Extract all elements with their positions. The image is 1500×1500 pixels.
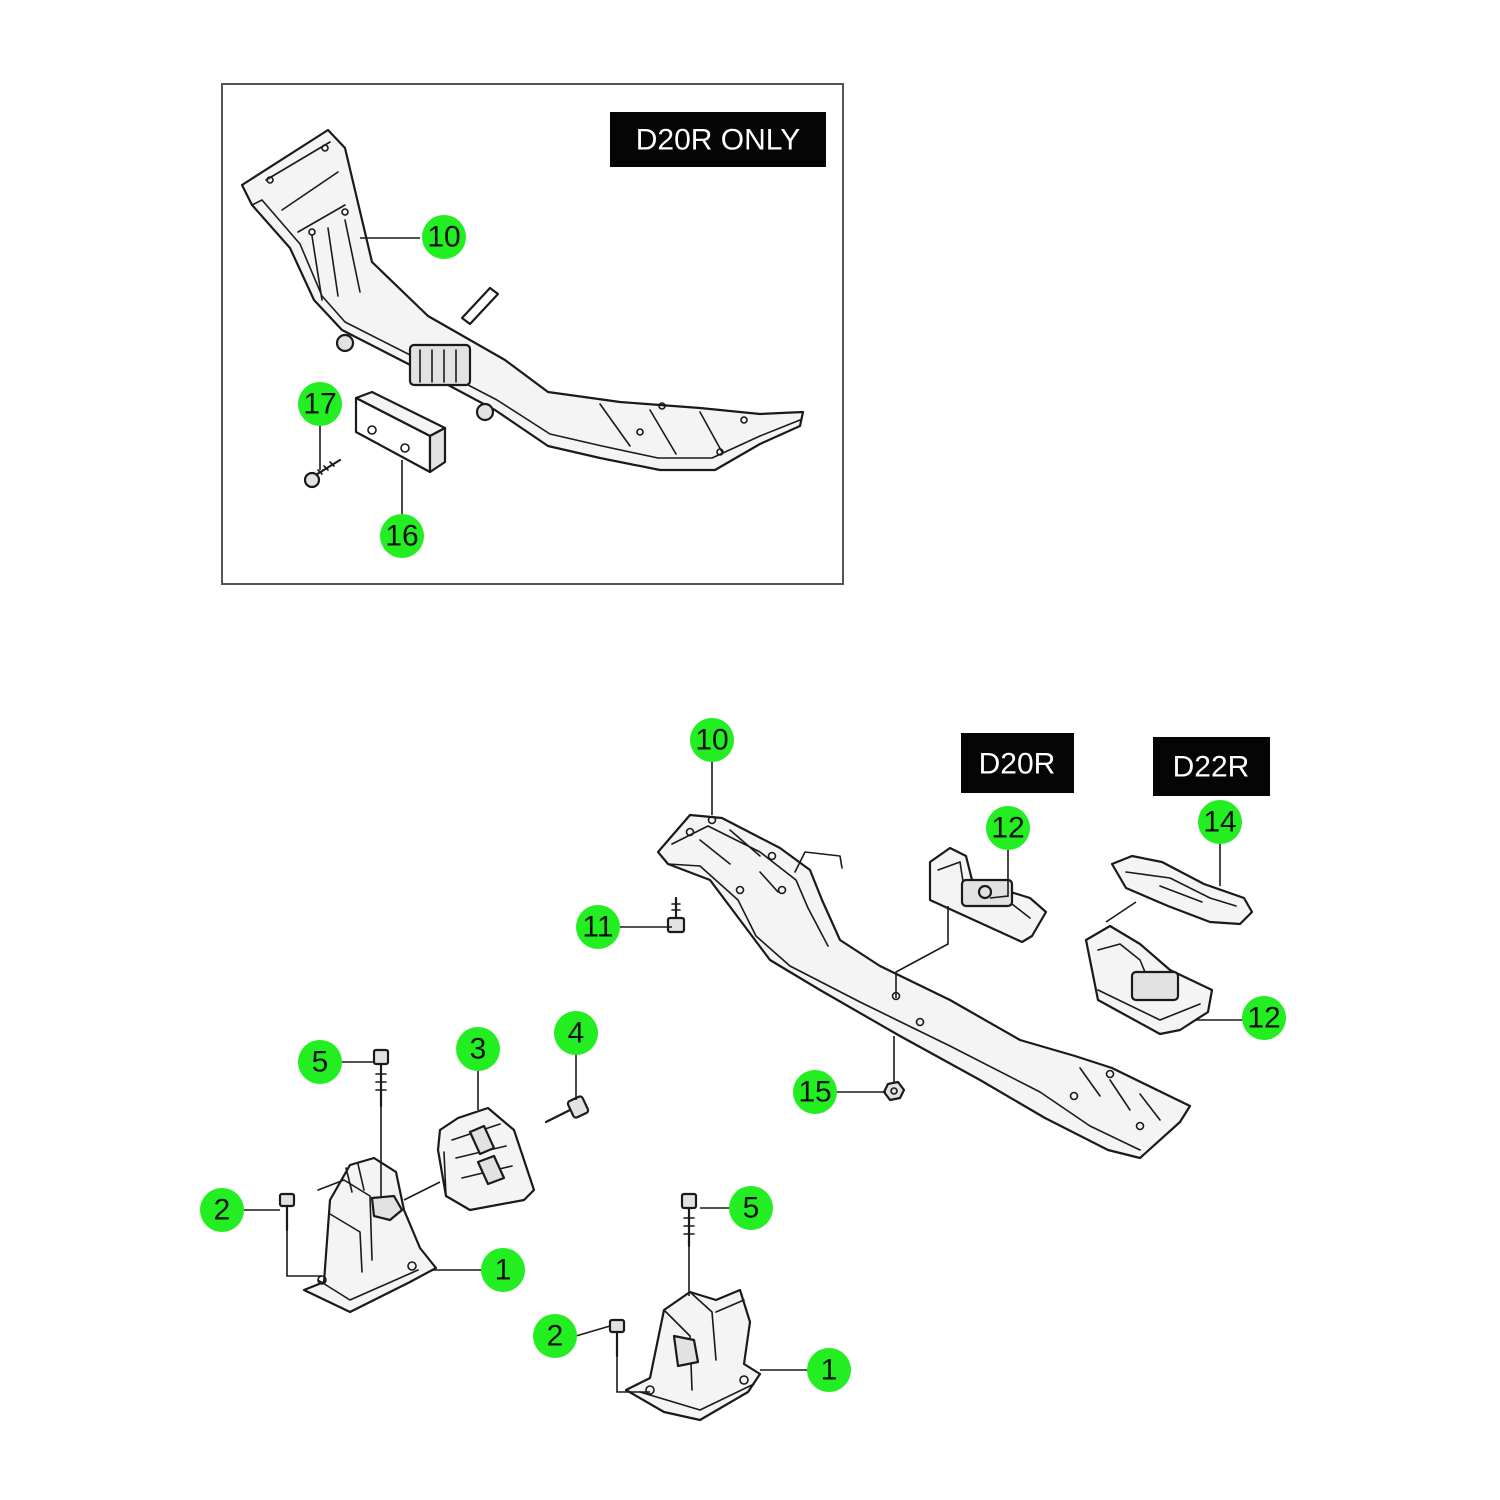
callout-16: 16 <box>380 514 424 558</box>
variant-tag-d20r-only-text: D20R ONLY <box>636 124 801 157</box>
callout-5-left: 5 <box>298 1040 342 1084</box>
callout-4: 4 <box>554 1011 598 1055</box>
callout-label: 11 <box>582 911 613 944</box>
variant-tag-d20r-only: D20R ONLY <box>610 112 826 167</box>
callout-label: 2 <box>547 1320 564 1353</box>
callout-label: 2 <box>214 1194 231 1227</box>
variant-tag-d22r-text: D22R <box>1173 751 1250 784</box>
callout-label: 15 <box>798 1076 831 1109</box>
callout-label: 16 <box>385 520 418 553</box>
callout-label: 10 <box>427 221 460 254</box>
callout-label: 12 <box>1247 1002 1280 1035</box>
variant-tag-d20r: D20R <box>961 733 1074 793</box>
variant-tag-d20r-text: D20R <box>979 748 1056 781</box>
bolt-17 <box>303 458 342 489</box>
spacer-block <box>354 390 447 474</box>
bolt-5-right <box>680 1192 698 1248</box>
callout-15: 15 <box>793 1070 837 1114</box>
callout-label: 12 <box>991 812 1024 845</box>
callout-12-lower: 12 <box>1242 996 1286 1040</box>
callout-label: 14 <box>1203 806 1236 839</box>
engine-mount-left <box>302 1156 438 1314</box>
leader-lines <box>244 760 1244 1393</box>
callout-label: 5 <box>312 1046 329 1079</box>
callout-label: 1 <box>495 1254 512 1287</box>
callout-10-inset: 10 <box>422 215 466 259</box>
transmission-mount-d22r <box>1084 924 1214 1036</box>
callout-17: 17 <box>298 382 342 426</box>
variant-tag-d22r: D22R <box>1153 737 1270 796</box>
bolt-11 <box>666 896 686 934</box>
nut-15 <box>882 1080 906 1102</box>
transmission-mount-d20r <box>928 846 1048 944</box>
callout-10-main: 10 <box>690 718 734 762</box>
bracket-d22r <box>1110 854 1254 926</box>
callout-label: 4 <box>568 1017 585 1050</box>
bolt-2-left <box>278 1192 296 1232</box>
bolt-5-left <box>372 1048 390 1108</box>
callout-label: 1 <box>821 1354 838 1387</box>
bolt-2-right <box>608 1318 626 1358</box>
callout-1-right: 1 <box>807 1348 851 1392</box>
engine-mount-right <box>624 1288 762 1422</box>
transmission-crossmember <box>656 813 1192 1160</box>
transmission-crossmember-inset <box>240 128 805 472</box>
callout-2-right: 2 <box>533 1314 577 1358</box>
callout-label: 10 <box>695 724 728 757</box>
callout-5-right: 5 <box>729 1186 773 1230</box>
callout-label: 5 <box>743 1192 760 1225</box>
callout-3: 3 <box>456 1027 500 1071</box>
callout-11: 11 <box>576 905 620 949</box>
callout-label: 17 <box>303 388 336 421</box>
callout-12-upper: 12 <box>986 806 1030 850</box>
bolt-4 <box>544 1095 590 1124</box>
callout-14: 14 <box>1198 800 1242 844</box>
callout-label: 3 <box>470 1033 487 1066</box>
callout-1-left: 1 <box>481 1248 525 1292</box>
inset-panel <box>221 83 844 585</box>
insulator-bracket <box>436 1106 536 1212</box>
callout-2-left: 2 <box>200 1188 244 1232</box>
